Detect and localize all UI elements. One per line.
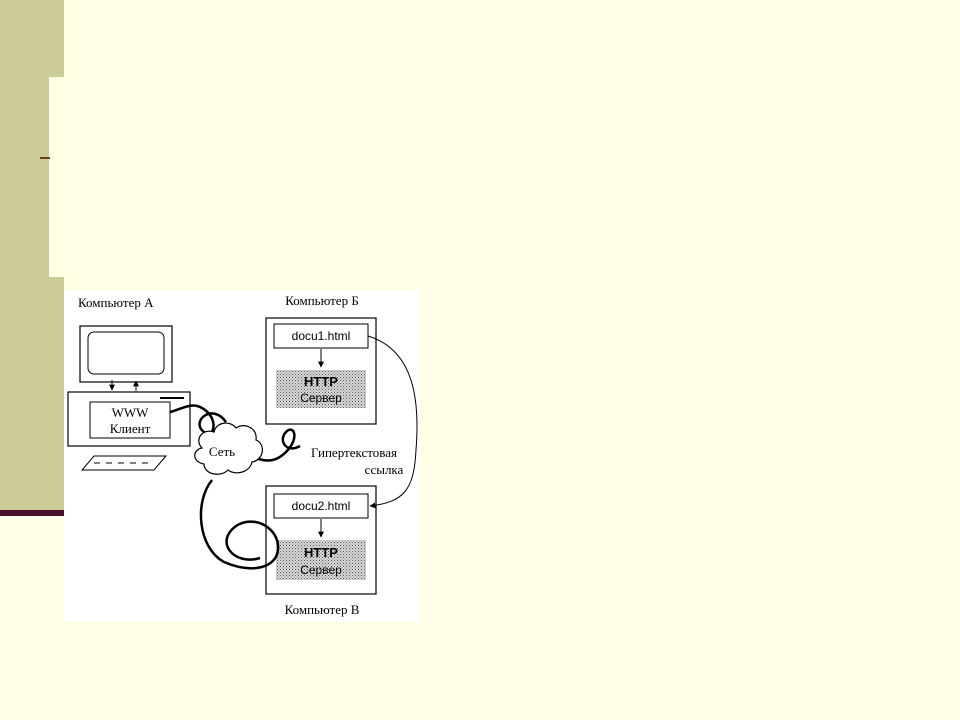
server-c-line2: Сервер bbox=[300, 563, 342, 577]
client-label-line2: Клиент bbox=[110, 421, 151, 436]
sidebar-bottom-rule bbox=[0, 510, 64, 516]
hyperlink-label-line2: ссылка bbox=[365, 462, 404, 477]
docu2-box bbox=[273, 493, 369, 519]
docu1-box bbox=[273, 323, 369, 349]
computer-a-label: Компьютер А bbox=[78, 295, 154, 310]
monitor-icon bbox=[79, 325, 173, 383]
server-b-line2: Сервер bbox=[300, 391, 342, 405]
title-marker bbox=[40, 157, 50, 159]
server-c-line1: HTTP bbox=[304, 545, 338, 560]
server-b-box bbox=[276, 370, 366, 408]
www-architecture-diagram: Компьютер А WWW Клиент Компьютер Б docu1… bbox=[64, 290, 420, 622]
server-b-line1: HTTP bbox=[304, 374, 338, 389]
hyperlink-label-line1: Гипертекстовая bbox=[311, 445, 397, 460]
network-cloud-icon bbox=[194, 422, 263, 475]
title-placeholder bbox=[49, 77, 949, 277]
diagram-canvas: Компьютер А WWW Клиент Компьютер Б docu1… bbox=[67, 293, 418, 617]
hyperlink-arrow bbox=[367, 335, 418, 509]
cable-server-c bbox=[199, 479, 280, 570]
system-unit bbox=[67, 391, 191, 447]
network-label: Сеть bbox=[209, 444, 235, 459]
cable-client bbox=[169, 404, 228, 435]
docu1-label: docu1.html bbox=[292, 329, 351, 343]
server-c-box bbox=[276, 540, 366, 580]
docu2-label: docu2.html bbox=[292, 499, 351, 513]
computer-b-label: Компьютер Б bbox=[285, 293, 359, 308]
cable-server-b bbox=[243, 428, 301, 462]
client-label-line1: WWW bbox=[112, 405, 150, 420]
computer-c-label: Компьютер В bbox=[285, 602, 360, 617]
keyboard-icon bbox=[80, 455, 168, 471]
